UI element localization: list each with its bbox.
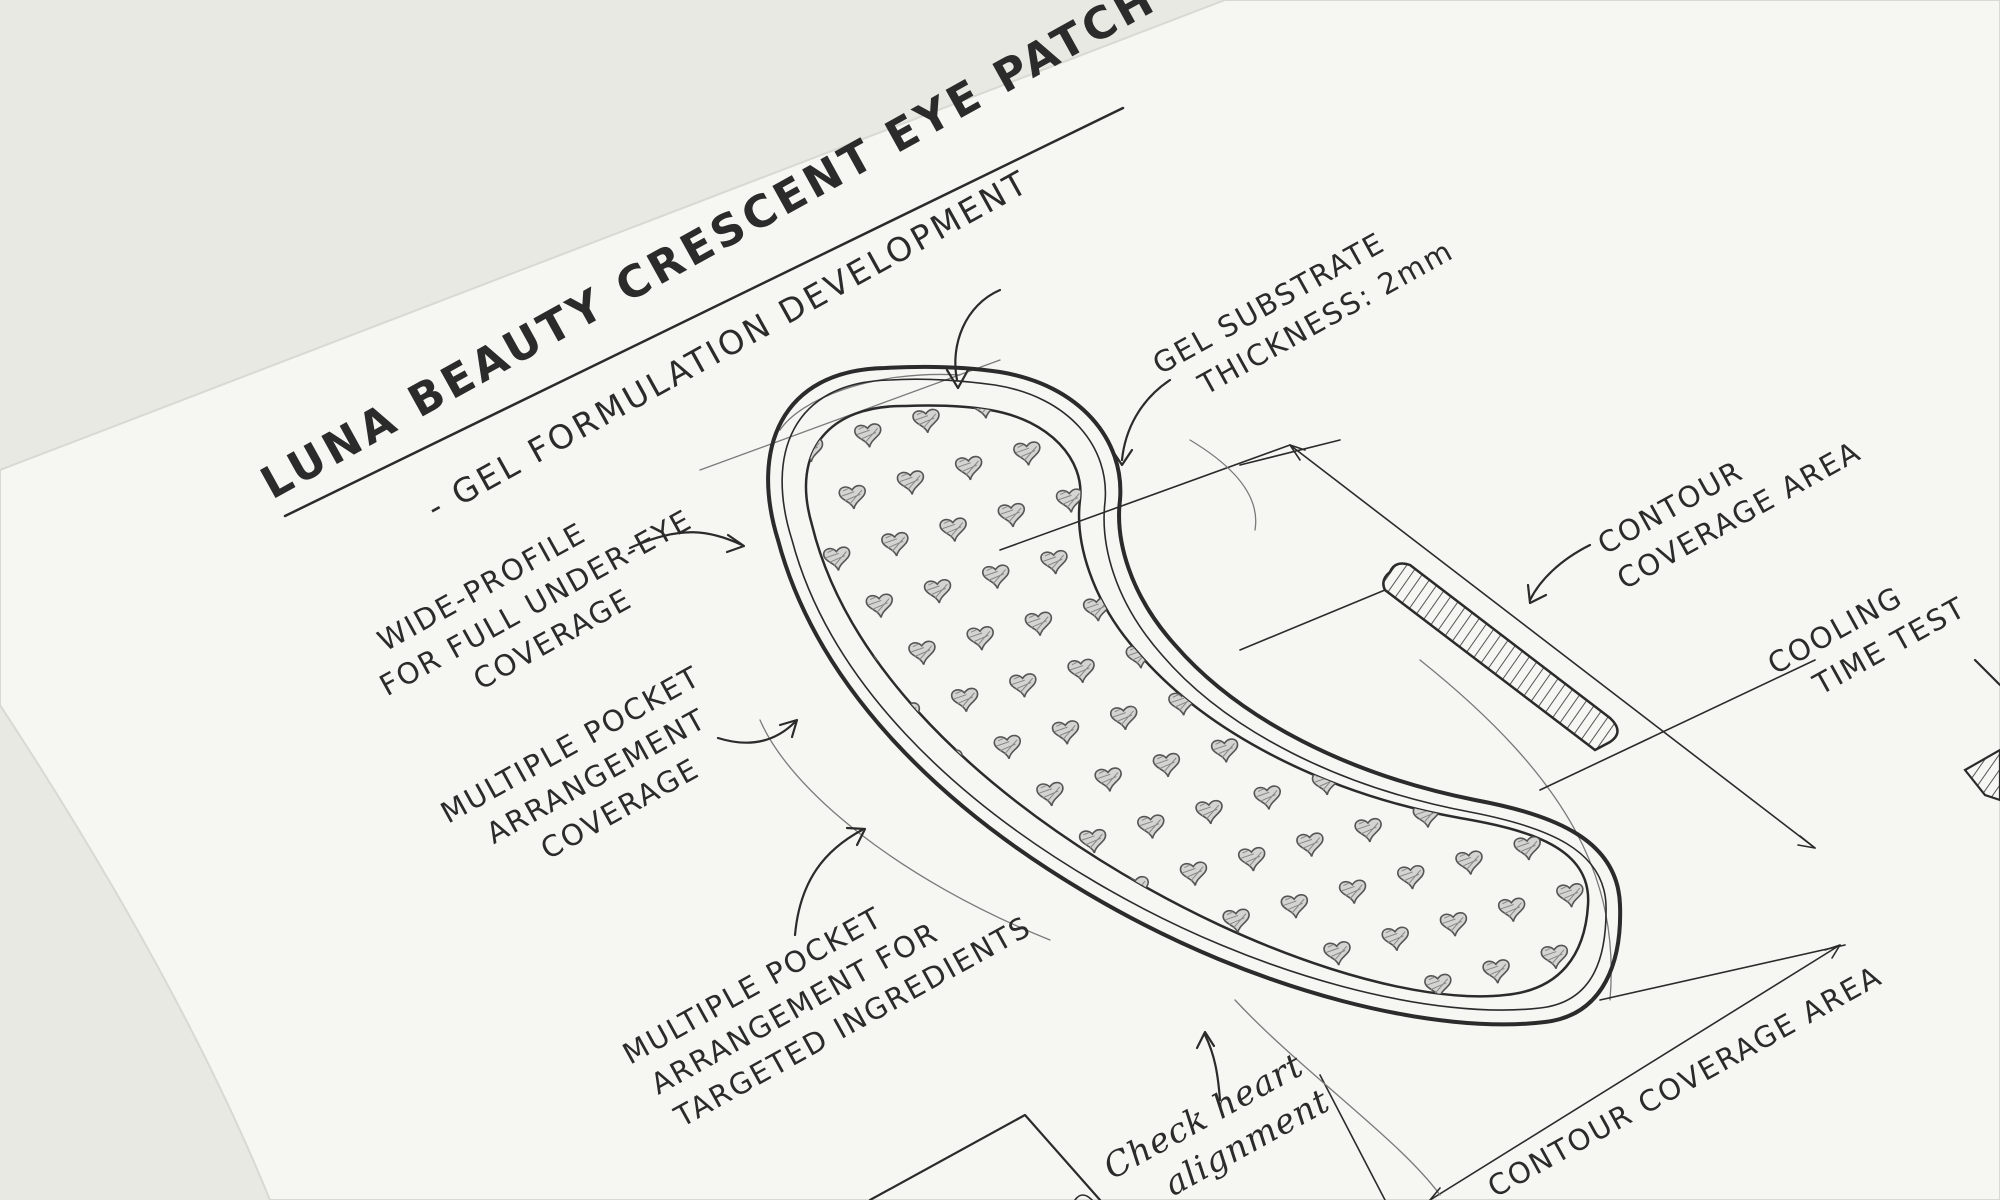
bottom-dimension bbox=[1234, 944, 1846, 1200]
patch-outer-edge bbox=[766, 364, 1623, 1027]
eye-patch-drawing bbox=[699, 359, 1623, 1027]
contour-hatched-block bbox=[1382, 562, 1619, 752]
contour-dimension bbox=[999, 439, 1816, 849]
